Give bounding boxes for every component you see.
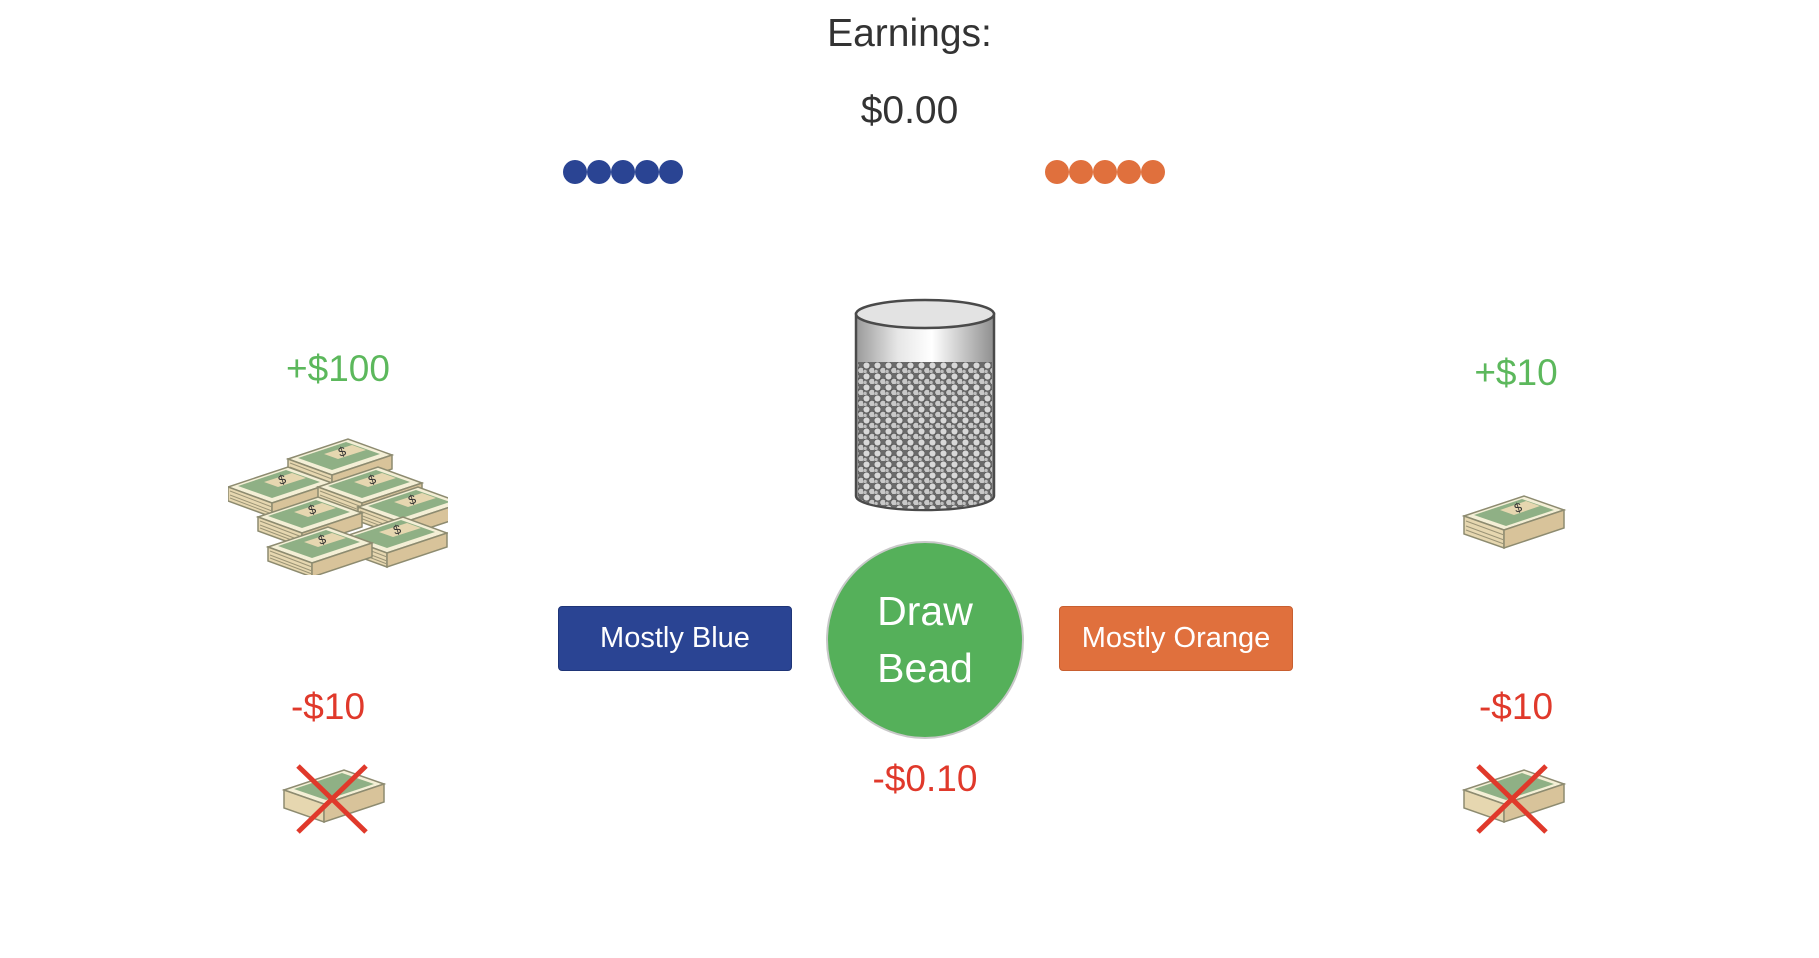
earnings-label: Earnings: xyxy=(827,12,992,55)
blue-bead-indicator xyxy=(563,160,683,184)
blue-bead xyxy=(659,160,683,184)
draw-bead-label-line2: Bead xyxy=(877,645,973,691)
crossed-money-icon xyxy=(1460,760,1570,845)
bead-jar-icon xyxy=(852,296,998,519)
earnings-value: $0.00 xyxy=(860,89,959,132)
orange-bead xyxy=(1069,160,1093,184)
money-stack-icon: $ xyxy=(1460,486,1570,571)
right-gain-amount: +$10 xyxy=(1474,352,1558,393)
orange-bead-indicator xyxy=(1045,160,1165,184)
blue-bead xyxy=(563,160,587,184)
mostly-blue-button[interactable]: Mostly Blue xyxy=(558,606,792,671)
orange-bead xyxy=(1117,160,1141,184)
blue-bead xyxy=(587,160,611,184)
orange-bead xyxy=(1141,160,1165,184)
orange-bead xyxy=(1045,160,1069,184)
draw-cost: -$0.10 xyxy=(872,758,978,799)
draw-bead-button[interactable]: Draw Bead xyxy=(826,541,1024,739)
draw-bead-label-line1: Draw xyxy=(877,587,973,634)
left-gain-amount: +$100 xyxy=(286,348,390,389)
mostly-orange-button[interactable]: Mostly Orange xyxy=(1059,606,1293,671)
blue-bead xyxy=(635,160,659,184)
left-loss-amount: -$10 xyxy=(290,686,366,727)
crossed-money-icon xyxy=(280,760,390,845)
right-loss-amount: -$10 xyxy=(1478,686,1554,727)
orange-bead xyxy=(1093,160,1117,184)
money-pile-icon: $ xyxy=(227,425,463,580)
blue-bead xyxy=(611,160,635,184)
